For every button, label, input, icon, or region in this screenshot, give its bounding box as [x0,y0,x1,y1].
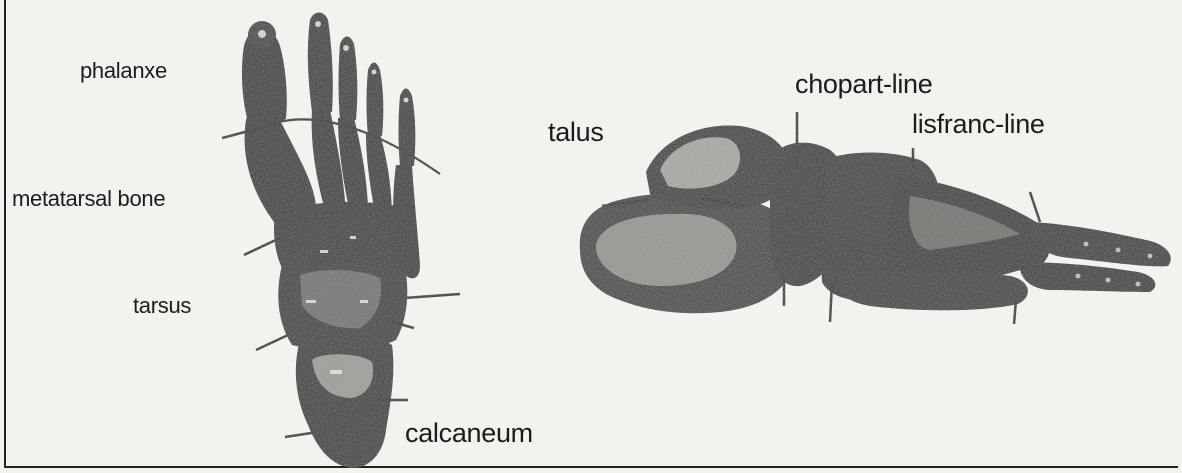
label-calcaneum: calcaneum [405,418,533,449]
label-tarsus: tarsus [133,293,191,319]
label-metatarsal-bone: metatarsal bone [12,186,165,212]
foot-dorsal-view [222,13,460,469]
lateral-phalanges-upper [1030,222,1171,266]
lateral-metatarsal-5 [838,271,1028,311]
label-chopart-line: chopart-line [795,69,932,100]
foot-lateral-view [580,112,1171,324]
label-lisfranc-line: lisfranc-line [912,109,1045,140]
label-talus: talus [548,117,604,148]
phalanx-2 [308,13,333,113]
label-phalanxe: phalanxe [80,58,167,84]
lateral-phalanges-lower [1020,262,1156,292]
